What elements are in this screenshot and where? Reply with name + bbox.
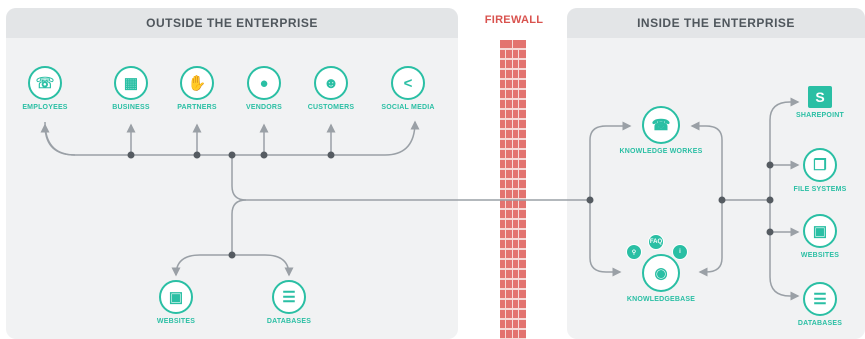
repo-sharepoint: S SHAREPOINT — [775, 82, 865, 119]
brain-icon: ◉ — [642, 254, 680, 292]
inside-panel-title: INSIDE THE ENTERPRISE — [567, 8, 865, 38]
source-bus-line — [44, 120, 420, 156]
agent-icon: ☎ — [642, 106, 680, 144]
outside-panel-title: OUTSIDE THE ENTERPRISE — [6, 8, 458, 38]
trunk-line — [231, 155, 590, 201]
monitor-icon: ▣ — [159, 280, 193, 314]
source-partners: ✋ PARTNERS — [152, 66, 242, 111]
monitor-icon: ▣ — [803, 214, 837, 248]
source-business: ▦ BUSINESS — [86, 66, 176, 111]
share-icon: < — [391, 66, 425, 100]
sharepoint-icon: S — [808, 86, 832, 108]
repo-databases: ☰ DATABASES — [775, 282, 865, 327]
source-social-media: < SOCIAL MEDIA — [363, 66, 453, 111]
knowledgebase-node: ◉ KNOWLEDGEBASE — [616, 254, 706, 303]
output-databases: ☰ DATABASES — [244, 280, 334, 325]
outside-enterprise-panel: OUTSIDE THE ENTERPRISE — [6, 8, 458, 339]
handshake-icon: ✋ — [180, 66, 214, 100]
output-websites: ▣ WEBSITES — [131, 280, 221, 325]
faq-badge: FAQ — [648, 234, 664, 250]
person-icon: ● — [247, 66, 281, 100]
group-icon: ☻ — [314, 66, 348, 100]
headset-icon: ☏ — [28, 66, 62, 100]
database-icon: ☰ — [803, 282, 837, 316]
info-icon: i — [672, 244, 688, 260]
building-icon: ▦ — [114, 66, 148, 100]
firewall-label: FIREWALL — [484, 14, 544, 26]
source-vendors: ● VENDORS — [219, 66, 309, 111]
files-icon: ❐ — [803, 148, 837, 182]
knowledge-workers-node: ☎ KNOWLEDGE WORKES — [616, 106, 706, 155]
repo-file-systems: ❐ FILE SYSTEMS — [775, 148, 865, 193]
source-customers: ☻ CUSTOMERS — [286, 66, 376, 111]
source-employees: ☏ EMPLOYEES — [0, 66, 90, 111]
database-icon: ☰ — [272, 280, 306, 314]
firewall-brick-wall — [500, 40, 526, 339]
search-icon: ⚲ — [626, 244, 642, 260]
repo-websites: ▣ WEBSITES — [775, 214, 865, 259]
